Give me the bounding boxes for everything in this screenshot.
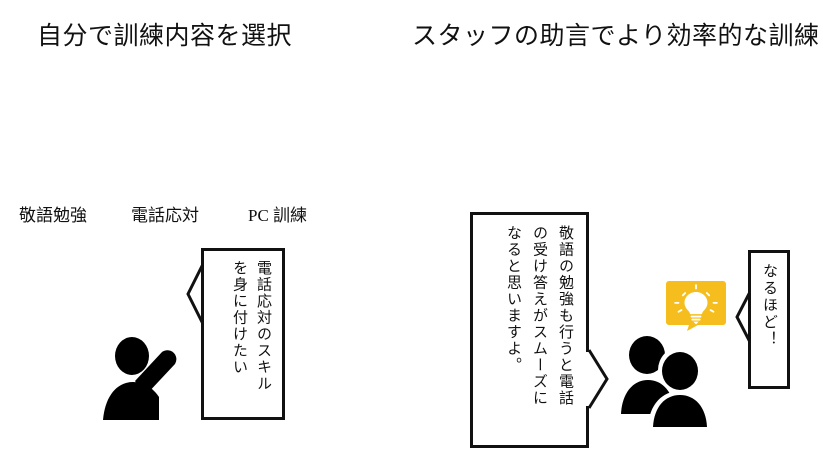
speech-bubble-trainee-request-text: 電話応対のスキル を身に付けたい <box>204 251 282 417</box>
speech-bubble-staff-advice-column-3: なると思いますよ。 <box>505 225 521 374</box>
step-label-phone: 電話応対 <box>131 206 199 225</box>
lightbulb-icon <box>674 284 718 325</box>
two-people-icon <box>621 335 721 432</box>
speech-bubble-staff-advice-text: 敬語の勉強も行うと電話 の受け答えがスムーズに なると思いますよ。 <box>473 215 586 445</box>
speech-bubble-staff-advice-column-2: の受け答えがスムーズに <box>531 225 547 407</box>
speech-bubble-trainee-request: 電話応対のスキル を身に付けたい <box>201 248 285 420</box>
heading-right-staff-advice: スタッフの助言でより効率的な訓練 <box>412 23 820 50</box>
bubble-ack-tail <box>735 289 753 345</box>
heading-left-self-select: 自分で訓練内容を選択 <box>37 23 293 50</box>
speech-bubble-trainee-ack: なるほど！ <box>748 250 790 389</box>
speech-bubble-trainee-ack-text: なるほど！ <box>751 253 787 386</box>
speech-bubble-staff-advice: 敬語の勉強も行うと電話 の受け答えがスムーズに なると思いますよ。 <box>470 212 589 448</box>
step-label-pc: PC 訓練 <box>248 206 308 225</box>
person-pointing-icon <box>101 334 187 425</box>
bubble-advice-tail-gap <box>585 352 591 406</box>
bubble-left-tail <box>186 263 205 325</box>
step-label-keigo: 敬語勉強 <box>19 206 87 225</box>
speech-bubble-trainee-request-column-2: を身に付けたい <box>231 260 247 376</box>
idea-callout <box>666 281 726 336</box>
speech-bubble-trainee-request-column-1: 電話応対のスキル <box>255 260 271 392</box>
speech-bubble-staff-advice-column-1: 敬語の勉強も行うと電話 <box>557 225 573 407</box>
bubble-advice-tail <box>587 349 609 409</box>
speech-bubble-trainee-ack-column-1: なるほど！ <box>761 263 777 348</box>
